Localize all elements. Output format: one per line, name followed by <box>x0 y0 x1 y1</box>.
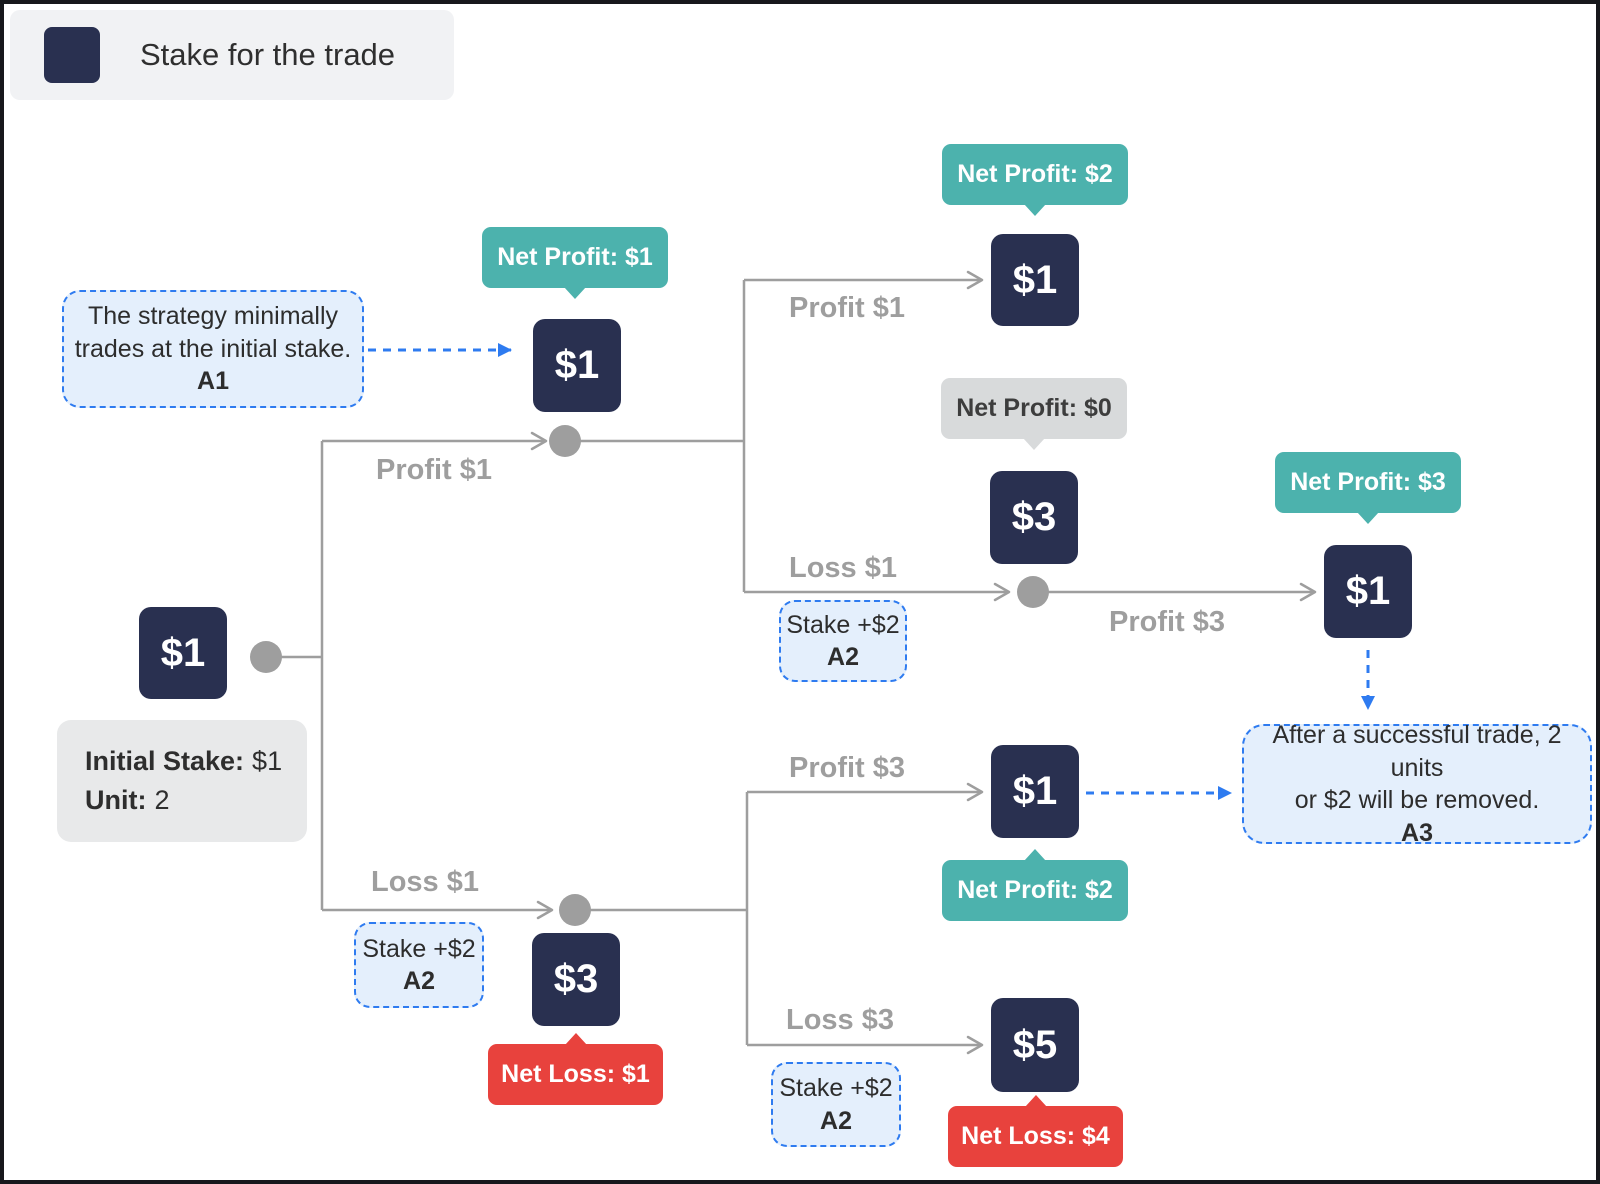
tree-edge <box>575 792 749 1045</box>
net-profit-badge-text: Net Profit: $3 <box>1290 468 1446 496</box>
annotation-a2-tag: A2 <box>820 1106 852 1135</box>
net-profit-badge-first-trade: Net Profit: $1 <box>482 227 668 299</box>
initial-stake-row: Initial Stake:$1 <box>85 746 307 777</box>
initial-stake-label: Initial Stake: <box>85 746 245 776</box>
badge-pointer-icon <box>564 1033 587 1045</box>
annotation-a2-lower: Stake +$2 A2 <box>771 1062 901 1147</box>
node-first-trade-stake: $1 <box>533 319 621 412</box>
edge-label-loss-3-lower: Loss $3 <box>786 1004 894 1036</box>
annotation-a1-text-line1: The strategy minimally <box>87 302 339 331</box>
annotation-a2-tag: A2 <box>403 967 435 995</box>
edge-label-profit-3-lower: Profit $3 <box>789 752 906 784</box>
net-profit-badge-win-win: Net Profit: $2 <box>942 144 1128 216</box>
tree-edges <box>266 270 1317 1055</box>
annotation-arrows <box>368 343 1375 800</box>
badge-pointer-icon <box>1023 438 1045 450</box>
net-loss-badge-loss: Net Loss: $1 <box>488 1033 663 1105</box>
node-win-loss-win-stake: $1 <box>1324 545 1412 638</box>
annotation-a1-tag: A1 <box>197 367 229 396</box>
unit-row: Unit:2 <box>85 785 307 816</box>
annotation-a2-text: Stake +$2 <box>786 610 900 639</box>
node-win-win-stake: $1 <box>991 234 1079 326</box>
connector-layer <box>250 270 1375 1055</box>
node-first-trade-value: $1 <box>554 343 600 387</box>
junction-dots <box>250 425 1049 926</box>
annotation-a3-tag: A3 <box>1401 818 1433 847</box>
net-profit-badge-text: Net Profit: $2 <box>957 876 1113 904</box>
junction-dot <box>549 425 581 457</box>
badge-pointer-icon <box>1024 849 1046 861</box>
node-loss-loss-stake: $5 <box>991 998 1079 1092</box>
annotation-a1: The strategy minimally trades at the ini… <box>62 290 364 408</box>
net-profit-badge-win-loss: Net Profit: $0 <box>941 378 1127 450</box>
node-loss-stake: $3 <box>532 933 620 1026</box>
unit-value: 2 <box>154 785 170 815</box>
node-win-loss-win-value: $1 <box>1345 569 1391 613</box>
legend: Stake for the trade <box>10 10 454 100</box>
node-loss-win-stake: $1 <box>991 745 1079 838</box>
node-win-loss-value: $3 <box>1011 495 1057 539</box>
edge-label-loss-1-root: Loss $1 <box>371 866 479 898</box>
annotation-a2-text: Stake +$2 <box>779 1074 893 1102</box>
annotation-a2-text: Stake +$2 <box>362 934 476 963</box>
badge-pointer-icon <box>1024 204 1046 216</box>
annotation-a2-upper: Stake +$2 A2 <box>779 600 907 682</box>
annotation-a1-text-line2: trades at the initial stake. <box>74 334 352 363</box>
net-loss-badge-text: Net Loss: $1 <box>501 1060 650 1088</box>
net-profit-badge-text: Net Profit: $0 <box>956 394 1112 422</box>
node-loss-value: $3 <box>553 957 599 1001</box>
badge-pointer-icon <box>1357 512 1379 524</box>
junction-dot <box>250 641 282 673</box>
legend-label: Stake for the trade <box>140 37 396 72</box>
badge-pointer-icon <box>1024 1095 1047 1107</box>
annotation-a3: After a successful trade, 2 units or $2 … <box>1242 721 1592 847</box>
badge-pointer-icon <box>564 287 586 299</box>
node-win-loss-stake: $3 <box>990 471 1078 564</box>
annotation-a2-tag: A2 <box>827 643 859 671</box>
edge-label-profit-1-root: Profit $1 <box>376 454 493 486</box>
net-loss-badge-text: Net Loss: $4 <box>961 1122 1110 1150</box>
annotation-a3-text-line1: After a successful trade, 2 units <box>1272 721 1562 782</box>
junction-dot <box>1017 576 1049 608</box>
net-profit-badge-loss-win: Net Profit: $2 <box>942 849 1128 921</box>
net-profit-badge-win-loss-win: Net Profit: $3 <box>1275 452 1461 524</box>
junction-dot <box>559 894 591 926</box>
initial-stake-value: $1 <box>252 746 283 776</box>
initial-stake-info-box: Initial Stake:$1 Unit:2 <box>57 720 307 842</box>
net-profit-badge-text: Net Profit: $1 <box>497 243 653 271</box>
net-profit-badge-text: Net Profit: $2 <box>957 160 1113 188</box>
edge-label-profit-1-upper: Profit $1 <box>789 292 906 324</box>
stake-swatch-icon <box>44 27 100 83</box>
net-loss-badge-loss-loss: Net Loss: $4 <box>948 1095 1123 1167</box>
tree-edge <box>575 280 746 592</box>
node-loss-win-value: $1 <box>1012 769 1058 813</box>
node-win-win-value: $1 <box>1012 257 1058 302</box>
node-loss-loss-value: $5 <box>1012 1022 1058 1067</box>
edge-label-loss-1-upper: Loss $1 <box>789 552 897 584</box>
node-root-stake-value: $1 <box>160 630 206 675</box>
unit-label: Unit: <box>85 785 147 815</box>
node-root-stake: $1 <box>139 607 227 699</box>
edge-label-profit-3-upper: Profit $3 <box>1109 606 1226 638</box>
annotation-a2-lower-left: Stake +$2 A2 <box>354 922 484 1008</box>
annotation-a3-text-line2: or $2 will be removed. <box>1294 786 1540 814</box>
